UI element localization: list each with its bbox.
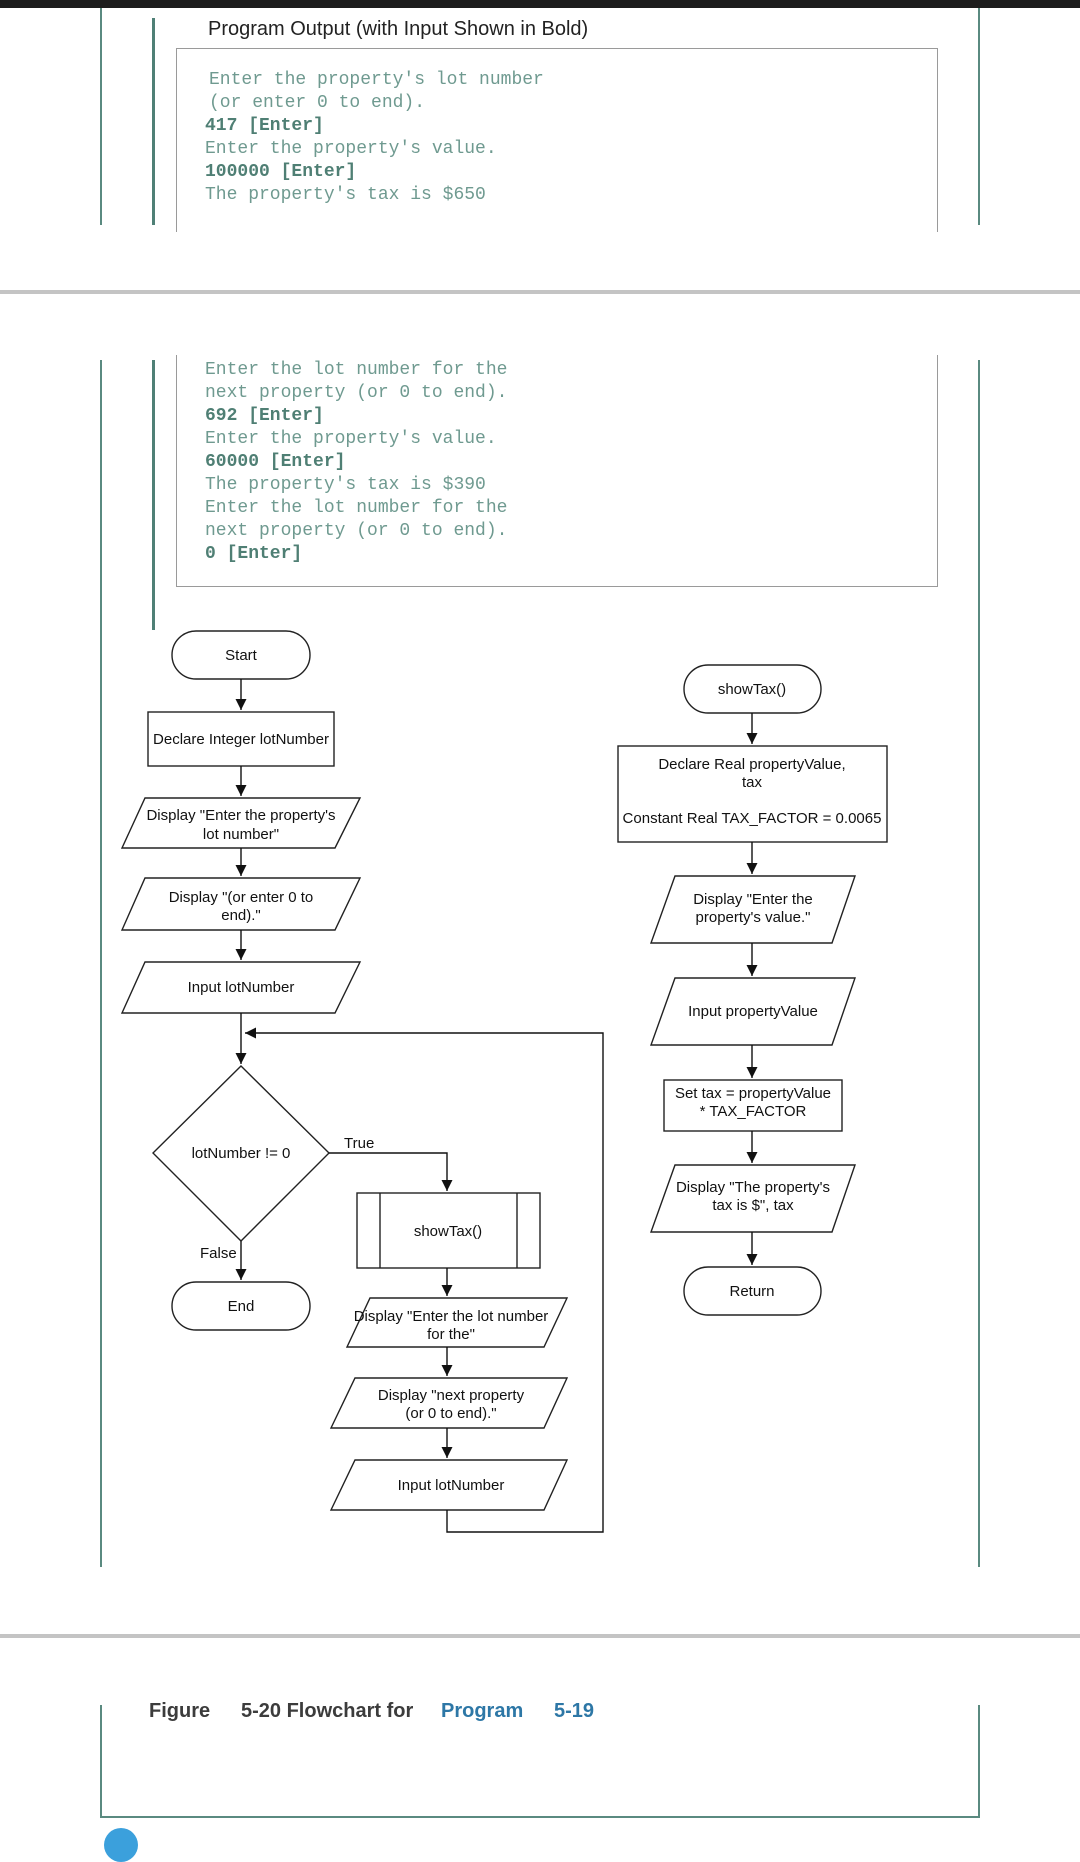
output-line: 417 [Enter] xyxy=(205,116,324,136)
input-lotnumber-loop-io xyxy=(329,1459,569,1511)
frame-left-border xyxy=(100,360,102,1567)
page-separator xyxy=(0,290,1080,294)
decision-label: lotNumber != 0 xyxy=(192,1145,291,1162)
display-lot-number-label-2: for the" xyxy=(427,1326,475,1343)
output-line: Enter the lot number for the xyxy=(205,498,508,518)
program-output-box-continued xyxy=(176,355,938,587)
display-or-enter-label-2: end)." xyxy=(221,907,261,924)
program-output-title: Program Output (with Input Shown in Bold… xyxy=(208,18,589,40)
output-line: Enter the property's lot number xyxy=(209,70,544,90)
program-link[interactable]: Program xyxy=(441,1700,524,1722)
set-tax-process xyxy=(663,1079,843,1132)
frame-right-border xyxy=(978,360,980,1567)
set-tax-label-2: * TAX_FACTOR xyxy=(700,1103,807,1120)
true-label: True xyxy=(344,1135,374,1152)
display-property-io xyxy=(120,797,362,849)
display-enter-value-label-2: property's value." xyxy=(696,909,811,926)
display-enter-value-label-1: Display "Enter the xyxy=(693,891,813,908)
figure-label: Figure xyxy=(149,1700,211,1722)
frame-left-border xyxy=(100,8,102,225)
output-line: The property's tax is $650 xyxy=(205,185,486,205)
display-lot-number-label-1: Display "Enter the lot number xyxy=(354,1308,549,1325)
top-bar xyxy=(0,0,1080,8)
output-line: (or enter 0 to end). xyxy=(209,93,426,113)
start-label: Start xyxy=(225,647,258,664)
display-tax-label-2: tax is $", tax xyxy=(712,1197,794,1214)
output-line: The property's tax is $390 xyxy=(205,475,486,495)
display-or-enter-label-1: Display "(or enter 0 to xyxy=(169,889,314,906)
display-lot-number-io xyxy=(345,1297,569,1348)
false-label: False xyxy=(200,1245,237,1262)
input-propertyvalue-io xyxy=(650,977,856,1046)
display-next-property-io xyxy=(329,1377,569,1429)
showtax-call-box xyxy=(356,1192,541,1269)
display-next-property-label-2: (or 0 to end)." xyxy=(405,1405,496,1422)
page-separator xyxy=(0,1634,1080,1638)
display-tax-label-1: Display "The property's xyxy=(676,1179,830,1196)
set-tax-label-1: Set tax = propertyValue xyxy=(675,1085,831,1102)
input-lotnumber-io xyxy=(120,961,362,1014)
output-line: 0 [Enter] xyxy=(205,544,303,564)
input-lotnumber-loop-label: Input lotNumber xyxy=(398,1477,505,1494)
return-label: Return xyxy=(729,1283,774,1300)
declare-label: Declare Integer lotNumber xyxy=(153,731,329,748)
program-output-box xyxy=(176,48,938,232)
output-line: Enter the lot number for the xyxy=(205,360,508,380)
frame-right-border xyxy=(978,1705,980,1818)
display-enter-value-io xyxy=(650,875,856,944)
display-property-label-2: lot number" xyxy=(203,826,279,843)
output-line: next property (or 0 to end). xyxy=(205,383,508,403)
output-line: Enter the property's value. xyxy=(205,139,497,159)
display-tax-io xyxy=(650,1164,856,1233)
module-declare-label-2: tax xyxy=(742,774,763,791)
quote-bar xyxy=(152,18,155,225)
display-or-enter-io xyxy=(120,877,362,931)
frame-bottom-border xyxy=(100,1816,980,1818)
circle-icon xyxy=(104,1828,138,1862)
output-line: 60000 [Enter] xyxy=(205,452,346,472)
input-lotnumber-label: Input lotNumber xyxy=(188,979,295,996)
output-line: 100000 [Enter] xyxy=(205,162,357,182)
frame-left-border xyxy=(100,1705,102,1818)
quote-bar xyxy=(152,360,155,630)
figure-number: 5-20 Flowchart for xyxy=(241,1700,414,1722)
program-number-link[interactable]: 5-19 xyxy=(554,1700,595,1722)
end-label: End xyxy=(228,1298,255,1315)
output-line: next property (or 0 to end). xyxy=(205,521,508,541)
input-propertyvalue-label: Input propertyValue xyxy=(688,1003,818,1020)
display-next-property-label-1: Display "next property xyxy=(378,1387,525,1404)
output-line: 692 [Enter] xyxy=(205,406,324,426)
showtax-call-label: showTax() xyxy=(414,1223,482,1240)
loop-back-line xyxy=(245,1027,604,1533)
display-property-label-1: Display "Enter the property's xyxy=(146,807,335,824)
module-declare-label-1: Declare Real propertyValue, xyxy=(658,756,845,773)
output-line: Enter the property's value. xyxy=(205,429,497,449)
showtax-label: showTax() xyxy=(718,681,786,698)
frame-right-border xyxy=(978,8,980,225)
module-declare-label-3: Constant Real TAX_FACTOR = 0.0065 xyxy=(623,810,882,827)
true-branch-line xyxy=(329,1152,453,1191)
end-terminal xyxy=(171,1281,311,1331)
return-terminal xyxy=(683,1266,822,1316)
